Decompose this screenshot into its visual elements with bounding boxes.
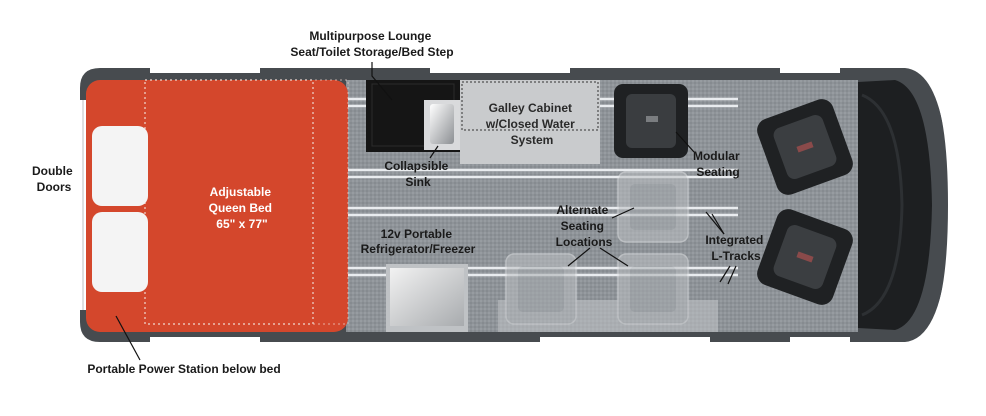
l-tracks-label: Integrated L-Tracks — [705, 233, 766, 263]
seat-icon — [617, 253, 689, 325]
pillow-icon — [92, 126, 148, 206]
double-doors — [80, 100, 86, 310]
queen-bed: Adjustable Queen Bed 65" x 77" — [86, 79, 349, 332]
cab-seat-icon — [757, 99, 853, 195]
sink-icon — [424, 100, 460, 150]
seat-icon — [617, 171, 689, 243]
lounge-label: Multipurpose Lounge Seat/Toilet Storage/… — [290, 29, 453, 59]
alternate-seating-label: Alternate Seating Locations — [556, 203, 613, 249]
fridge-icon — [386, 264, 468, 332]
sink-label: Collapsible Sink — [384, 159, 451, 189]
svg-text:Galley Cabinet w/Closed: Galley Cabinet w/Closed Water System — [485, 101, 578, 147]
galley-cabinet: Galley Cabinet w/Closed Water System — [460, 80, 600, 164]
alternate-seating — [498, 171, 718, 332]
double-doors-label: Double Doors — [32, 164, 76, 194]
side-windows — [150, 68, 850, 342]
pillow-icon — [92, 212, 148, 292]
cab-seat-icon — [757, 209, 853, 305]
modular-seating-label: Modular Seating — [693, 149, 743, 179]
fridge-label: 12v Portable Refrigerator/Freezer — [361, 227, 476, 256]
power-station-label: Portable Power Station below bed — [87, 362, 280, 376]
seat-icon — [614, 84, 688, 158]
seat-icon — [505, 253, 577, 325]
bed-label: Adjustable Queen Bed 65" x 77" — [209, 185, 276, 231]
